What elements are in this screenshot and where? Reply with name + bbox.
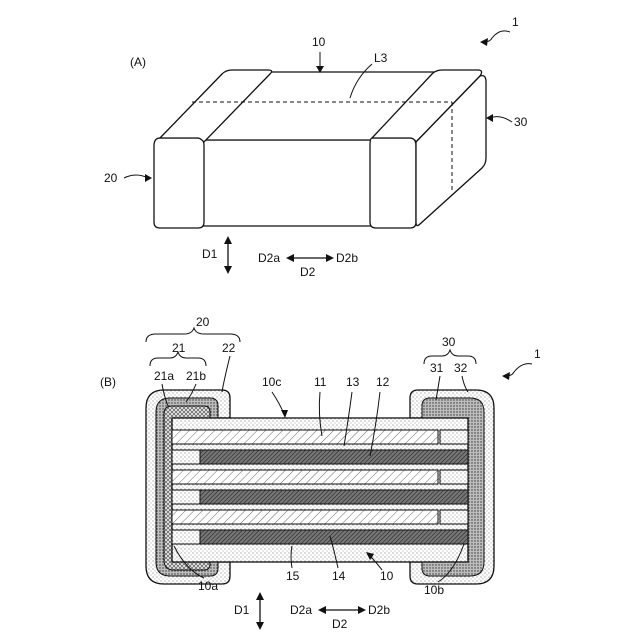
ref-10b: 10b — [424, 583, 444, 597]
ref-1-b: 1 — [534, 347, 541, 361]
arrow-D2-a — [286, 254, 334, 262]
ref-30-a: 30 — [514, 115, 528, 129]
dir-D2-b: D2 — [332, 617, 348, 631]
figure-b: (B) — [100, 315, 541, 631]
ref-10c: 10c — [262, 375, 281, 389]
ref-21b-b: 21b — [186, 369, 206, 383]
ref-21-b: 21 — [172, 341, 186, 355]
ref-L3: L3 — [374, 51, 388, 65]
arrow-D2-b — [318, 606, 366, 614]
ref-30-b: 30 — [442, 335, 456, 349]
leader-1-b — [506, 364, 532, 376]
brace-20 — [146, 328, 240, 342]
ref-10-a: 10 — [312, 35, 326, 49]
dir-D2b-a: D2b — [336, 251, 358, 265]
ref-11: 11 — [314, 375, 327, 389]
ref-12: 12 — [376, 375, 390, 389]
ref-22-b: 22 — [222, 341, 236, 355]
ref-10a: 10a — [198, 579, 218, 593]
dir-D2-a: D2 — [300, 265, 316, 279]
ref-15: 15 — [286, 569, 300, 583]
leader-20-a — [124, 175, 148, 178]
ref-20-b: 20 — [196, 315, 210, 329]
ref-10-b: 10 — [380, 569, 394, 583]
panel-label-b: (B) — [100, 375, 116, 389]
panel-label-a: (A) — [130, 55, 146, 69]
ref-20-a: 20 — [104, 171, 118, 185]
ref-1-a: 1 — [512, 15, 519, 29]
ref-31-b: 31 — [430, 361, 444, 375]
leader-22 — [222, 356, 230, 392]
leader-1-a — [484, 31, 510, 42]
dir-D1-a: D1 — [202, 247, 218, 261]
dir-D2a-a: D2a — [258, 251, 280, 265]
dir-D2a-b: D2a — [290, 603, 312, 617]
arrow-D1-a — [224, 236, 232, 274]
dir-D1-b: D1 — [234, 603, 250, 617]
ref-14: 14 — [332, 569, 346, 583]
ref-13: 13 — [346, 375, 360, 389]
ref-21a-b: 21a — [154, 369, 174, 383]
leader-30-a — [490, 117, 512, 122]
figure-a: (A) L3 10 1 3 — [104, 15, 528, 279]
ref-32-b: 32 — [454, 361, 468, 375]
dir-D2b-b: D2b — [368, 603, 390, 617]
arrow-D1-b — [256, 592, 264, 630]
